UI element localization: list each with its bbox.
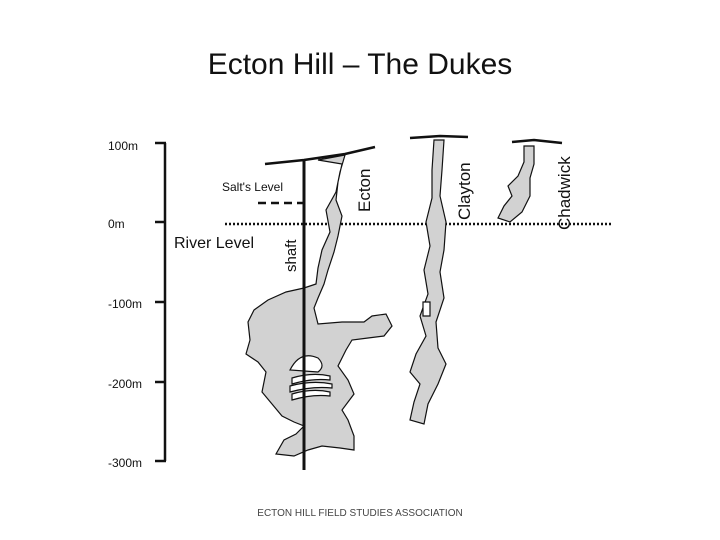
depth-label-minus-200m: -200m xyxy=(108,377,142,391)
chadwick-surface-line xyxy=(511,138,563,145)
salts-level-label: Salt's Level xyxy=(222,180,283,194)
ecton-cave-bands xyxy=(289,355,333,401)
depth-scale: 100m 0m -100m -200m -300m xyxy=(108,139,167,470)
ecton-mine-label: Ecton xyxy=(355,169,374,212)
ecton-workings xyxy=(245,154,393,457)
depth-label-100m: 100m xyxy=(108,139,138,153)
shaft-label: shaft xyxy=(283,239,300,272)
chadwick-workings xyxy=(497,145,535,223)
ecton-cave-dome xyxy=(289,355,323,373)
clayton-workings xyxy=(409,139,447,425)
footer-credit: ECTON HILL FIELD STUDIES ASSOCIATION xyxy=(257,508,463,519)
clayton-mine-label: Clayton xyxy=(455,162,474,220)
river-level-label: River Level xyxy=(174,235,254,252)
chadwick-mine-label: Chadwick xyxy=(555,156,574,230)
ecton-surface-line xyxy=(264,145,376,166)
depth-label-minus-100m: -100m xyxy=(108,297,142,311)
slide-title: Ecton Hill – The Dukes xyxy=(207,48,513,81)
clayton-void xyxy=(422,301,431,317)
clayton-surface-line xyxy=(409,134,469,140)
depth-label-0m: 0m xyxy=(108,217,125,231)
depth-label-minus-300m: -300m xyxy=(108,456,142,470)
